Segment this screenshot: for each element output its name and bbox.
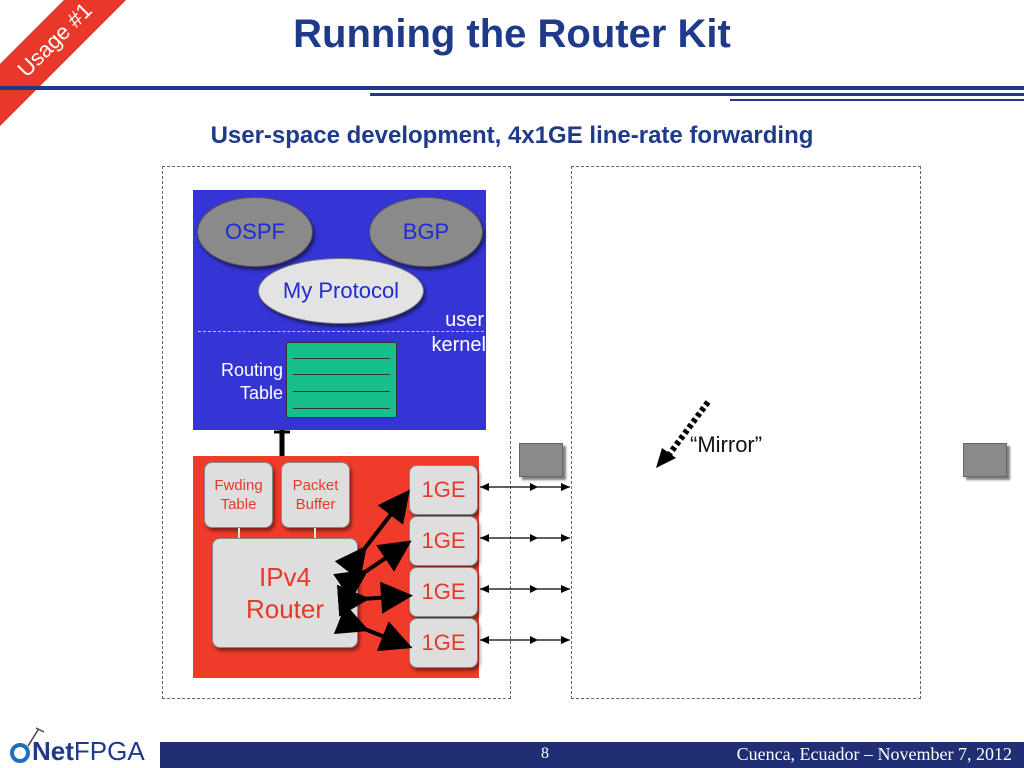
title-rule-3 <box>730 99 1024 101</box>
routing-table-row <box>293 408 390 409</box>
routing-table-label: Routing Table <box>205 359 283 405</box>
port-external-arrowheads <box>480 636 570 644</box>
fwding-table-line2: Table <box>220 496 257 513</box>
fwding-table-card: Fwding Table <box>204 462 273 528</box>
ospf-ellipse: OSPF <box>197 197 313 267</box>
port-card: 1GE <box>409 567 478 617</box>
router-port-arrow <box>336 581 413 617</box>
footer-caption: Cuenca, Ecuador – November 7, 2012 <box>736 744 1012 764</box>
my-protocol-label: My Protocol <box>282 278 400 303</box>
port-label: 1GE <box>421 477 466 502</box>
port-label: 1GE <box>421 579 466 604</box>
user-label: user <box>445 309 484 331</box>
routing-table-row <box>293 358 390 359</box>
router-port-arrow <box>334 489 410 581</box>
logo-net-text: Net <box>32 736 74 766</box>
logo-fpga-text: FPGA <box>73 736 145 766</box>
my-protocol-ellipse: My Protocol <box>258 258 424 324</box>
right-connector-square <box>963 443 1007 477</box>
user-kernel-divider <box>198 331 484 332</box>
port-external-arrowheads <box>480 483 570 491</box>
page-number: 8 <box>541 745 549 762</box>
routing-table-label-line2: Table <box>239 383 283 403</box>
port-card: 1GE <box>409 465 478 515</box>
mirror-arrow <box>665 400 711 458</box>
bgp-label: BGP <box>402 219 450 244</box>
routing-table-row <box>293 391 390 392</box>
packet-buffer-line1: Packet <box>292 477 339 494</box>
title-rule-2 <box>370 93 1024 96</box>
routing-table <box>286 342 397 418</box>
port-label: 1GE <box>421 528 466 553</box>
ipv4-router-line2: Router <box>245 594 325 624</box>
kernel-label: kernel <box>431 334 486 356</box>
netfpga-logo: NetFPGA <box>6 722 166 766</box>
footer-bar <box>160 742 1024 768</box>
left-connector-square <box>519 443 563 477</box>
netfpga-logo-text: NetFPGA <box>32 736 145 767</box>
packet-buffer-link <box>314 528 316 540</box>
title-rule <box>0 86 1024 90</box>
mirror-label: “Mirror” <box>690 432 763 457</box>
fwding-table-link <box>238 528 240 540</box>
fwding-table-line1: Fwding <box>214 477 263 494</box>
bgp-ellipse: BGP <box>369 197 483 267</box>
slide-title: Running the Router Kit <box>293 12 731 56</box>
ospf-label: OSPF <box>225 219 285 244</box>
mirror-system-panel <box>571 166 921 699</box>
router-port-arrow <box>333 604 413 652</box>
mirror-arrowhead <box>656 448 676 468</box>
ipv4-router-line1: IPv4 <box>258 562 311 592</box>
port-card: 1GE <box>409 516 478 566</box>
port-external-arrowheads <box>480 534 570 542</box>
packet-buffer-line2: Buffer <box>295 496 336 513</box>
left-system-panel <box>162 166 511 699</box>
routing-table-row <box>293 374 390 375</box>
port-external-arrowheads <box>480 585 570 593</box>
slide-subtitle: User-space development, 4x1GE line-rate … <box>210 122 814 149</box>
router-port-arrow <box>333 540 412 601</box>
port-label: 1GE <box>421 630 466 655</box>
netfpga-logo-mark-icon <box>10 727 45 763</box>
routing-table-label-line1: Routing <box>220 360 283 380</box>
